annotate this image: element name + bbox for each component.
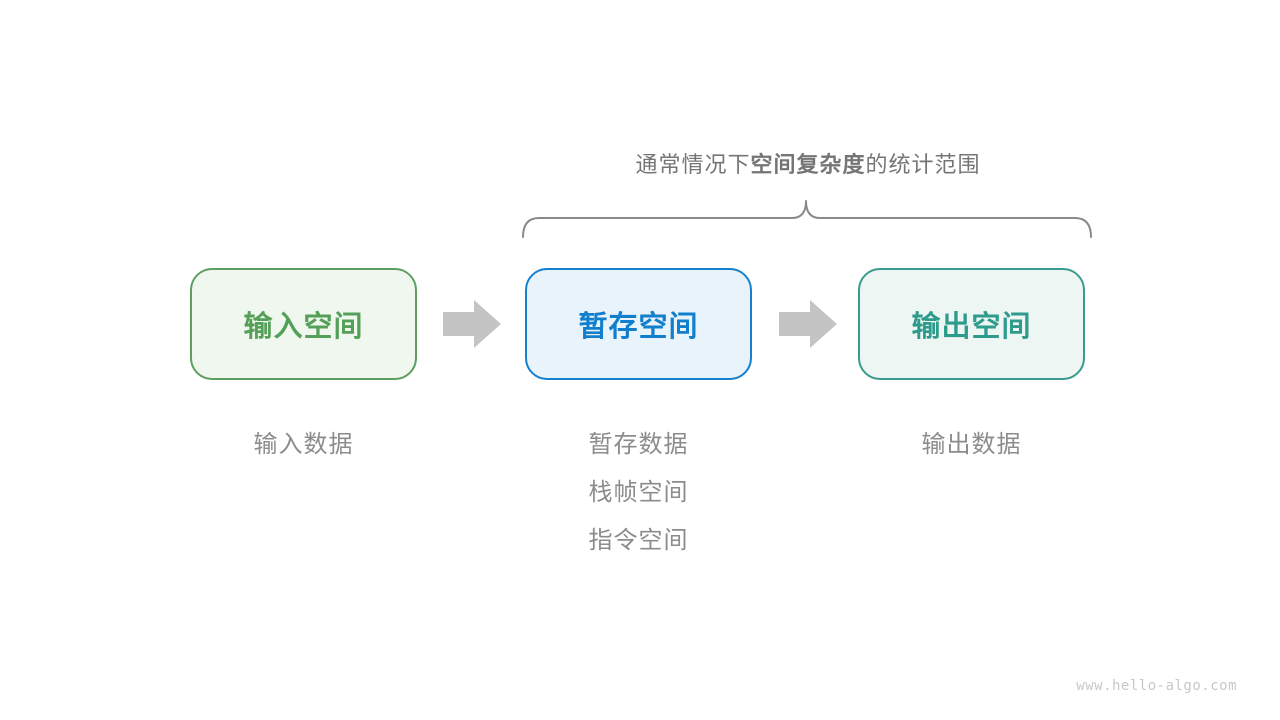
note-output-data: 输出数据 [921, 431, 1022, 458]
watermark: www.hello-algo.com [1076, 678, 1237, 694]
box-output-space-label: 输出空间 [911, 311, 1032, 343]
box-temp-space: 暂存空间 [525, 268, 752, 380]
right-arrow-icon [779, 300, 837, 348]
right-arrow-icon [443, 300, 501, 348]
diagram-title: 通常情况下空间复杂度的统计范围 [523, 147, 1093, 179]
title-suffix: 的统计范围 [865, 152, 981, 177]
note-input-data: 输入数据 [253, 431, 354, 458]
title-prefix: 通常情况下 [635, 152, 751, 177]
box-output-space: 输出空间 [858, 268, 1085, 380]
note-stack-frame-space: 栈帧空间 [588, 479, 689, 506]
title-bold-term: 空间复杂度 [750, 152, 866, 177]
box-input-space: 输入空间 [190, 268, 417, 380]
curly-brace-icon [522, 200, 1092, 238]
note-temp-data: 暂存数据 [588, 431, 689, 458]
note-instruction-space: 指令空间 [588, 527, 689, 554]
box-temp-space-label: 暂存空间 [578, 311, 699, 343]
box-input-space-label: 输入空间 [243, 311, 364, 343]
